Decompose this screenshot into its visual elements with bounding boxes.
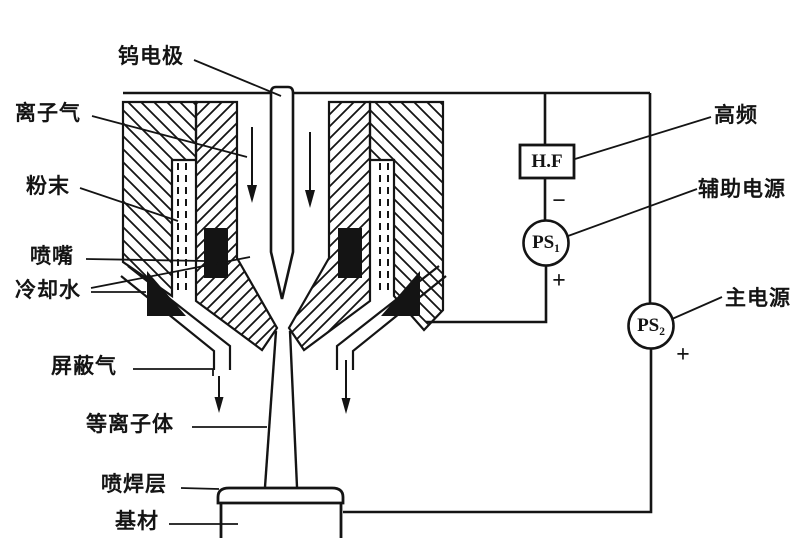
ps2-label: PS₂ [637,315,665,336]
leader-ion-gas [91,115,248,158]
plasma-jet-left-edge [263,330,278,488]
wire-ps2-to-workpiece [343,349,653,514]
plasma-jet [263,330,299,488]
right-cooling-water-triangle [381,271,420,316]
base-material-block [219,503,343,538]
label-spray-weld-layer: 喷焊层 [101,472,167,496]
spray-weld-layer-shape [216,486,345,505]
label-high-frequency: 高频 [714,103,758,127]
label-tungsten-electrode: 钨电极 [118,44,184,68]
label-nozzle: 喷嘴 [30,244,74,268]
ps1-plus-sign: + [552,268,566,294]
torch-body [121,100,445,352]
ion-gas-arrows [247,127,315,208]
leader-auxiliary-power [567,188,698,237]
hf-box-label: H.F [531,151,563,172]
ps1-minus-sign: − [552,188,566,214]
ion-gas-arrowhead [305,190,315,208]
hf-box-outline [518,143,576,180]
plasma-jet-right-edge [288,330,299,488]
shield-gas-arrowhead [341,398,351,414]
wire-ps1-to-torch [426,265,548,324]
leader-shielding-gas [133,368,214,376]
left-cooling-water-triangle [147,271,186,316]
ps1-label: PS₁ [532,232,560,253]
label-main-power: 主电源 [725,286,791,310]
ion-gas-arrowhead [247,185,257,203]
leader-lines [79,59,723,525]
circuit-wires [343,93,653,514]
shield-gas-arrowhead [214,397,224,413]
shield-gas-arrows [214,360,351,414]
label-base-material: 基材 [115,509,159,533]
leader-spray-weld-layer [180,487,220,490]
left-inner-nozzle-block [194,100,279,352]
powder-channels [177,163,389,290]
ps1-circle [522,219,570,267]
leader-powder [79,187,179,222]
leader-high-frequency [574,116,712,160]
label-cooling-water: 冷却水 [15,278,81,302]
label-shielding-gas: 屏蔽气 [51,354,117,378]
label-powder: 粉末 [26,174,70,198]
label-plasma: 等离子体 [86,412,174,436]
left-nozzle-insert [204,228,228,278]
ps2-plus-sign: + [676,342,690,368]
leader-main-power [671,296,723,320]
leader-nozzle [85,258,207,262]
right-inner-nozzle-block [287,100,372,352]
label-auxiliary-power: 辅助电源 [698,177,786,201]
ps2-circle [627,302,675,350]
leader-tungsten-electrode [193,59,282,97]
right-nozzle-insert [338,228,362,278]
leader-cooling-water-upper [90,256,251,289]
tungsten-electrode-rod [269,85,295,300]
label-ion-gas: 离子气 [15,101,81,125]
